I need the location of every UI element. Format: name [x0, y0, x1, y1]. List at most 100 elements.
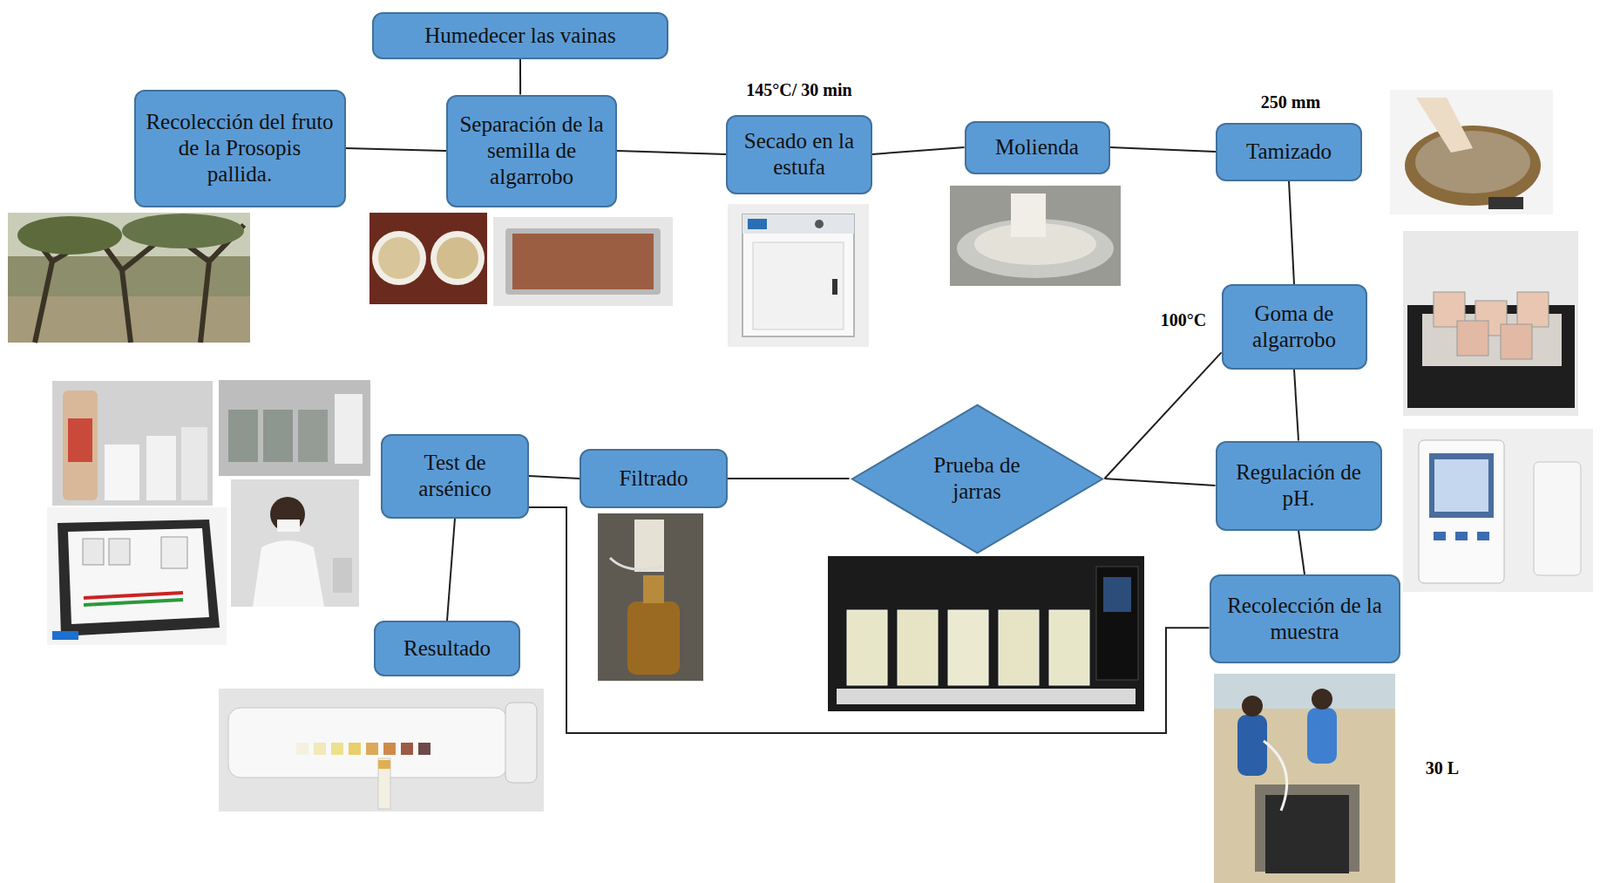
filtration-photo — [597, 513, 704, 681]
arsenic-strip-photo — [378, 759, 391, 769]
seed-bowls-photo — [436, 237, 479, 279]
ph-meter-photo — [1533, 461, 1581, 576]
reagent-bottles-photo — [62, 390, 98, 501]
lab-worker-photo — [252, 540, 325, 607]
ph-meter-photo — [1403, 428, 1594, 592]
beakers-photo — [334, 393, 363, 464]
process-box: Regulación de pH. — [1215, 440, 1383, 531]
beakers-photo — [228, 409, 258, 462]
arsenic-strip-photo — [400, 742, 414, 755]
oven-photo — [742, 214, 855, 337]
filtration-photo — [610, 557, 663, 570]
arsenic-strip-photo — [218, 688, 544, 812]
arsenic-strip-photo — [505, 702, 537, 783]
lab-worker-photo — [270, 496, 306, 532]
seed-tray-photo — [493, 216, 673, 306]
decision-diamond: Prueba de jarras — [849, 403, 1106, 555]
node-text: Humedecer las vainas — [424, 22, 616, 49]
oven-photo — [752, 242, 844, 330]
jar-test-photo — [827, 555, 1145, 712]
arsenic-strip-photo — [348, 742, 361, 755]
arsenic-strip-photo — [228, 707, 508, 778]
ph-meter-photo — [1477, 531, 1490, 541]
seed-tray-photo — [493, 216, 673, 306]
node-text: Recolección de la muestra — [1220, 592, 1390, 645]
sample-collection-photo — [1237, 714, 1268, 776]
reagent-bottles-photo — [67, 418, 93, 462]
reagent-bottles-photo — [52, 380, 213, 506]
annotation-label: 30 L — [1425, 758, 1459, 779]
sieve-photo — [1389, 89, 1553, 215]
annotation-label: 145°C/ 30 min — [745, 80, 852, 101]
grinding-photo — [949, 185, 1121, 286]
reagent-bottles-photo — [104, 444, 140, 501]
jar-test-photo — [1103, 576, 1132, 612]
jar-test-photo — [827, 555, 1145, 712]
seed-tray-photo — [505, 228, 661, 295]
arsenic-strip-photo — [313, 742, 326, 755]
connector-line — [1288, 181, 1295, 285]
process-box: Molienda — [964, 121, 1111, 175]
connector-line — [1105, 352, 1222, 479]
test-kit-photo — [47, 507, 227, 645]
process-box: Filtrado — [579, 448, 728, 509]
node-text: Goma de algarrobo — [1232, 300, 1357, 353]
arsenic-strip-photo — [378, 758, 391, 809]
arsenic-strip-photo — [418, 742, 431, 755]
beakers-photo — [218, 379, 371, 476]
node-text: Filtrado — [618, 465, 688, 492]
seed-bowls-photo — [369, 212, 488, 305]
process-box: Test de arsénico — [380, 433, 529, 519]
forest-photo — [122, 213, 245, 249]
node-text: Recolección del fruto de la Prosopis pal… — [144, 108, 336, 188]
beakers-photo — [263, 409, 293, 462]
ph-meter-photo — [1418, 440, 1505, 584]
ph-meter-photo — [1403, 428, 1594, 592]
oven-photo — [832, 278, 838, 295]
ph-meter-photo — [1429, 453, 1494, 518]
reagent-bottles-photo — [181, 427, 208, 501]
connector-line — [1298, 530, 1305, 576]
test-kit-photo — [57, 519, 220, 637]
hot-plate-photo — [1457, 320, 1489, 356]
forest-photo — [7, 212, 251, 343]
test-kit-photo — [161, 536, 188, 569]
process-box: Recolección de la muestra — [1209, 574, 1401, 664]
node-text: Molienda — [995, 134, 1079, 161]
process-box: Recolección del fruto de la Prosopis pal… — [134, 89, 346, 208]
node-text: Secado en la estufa — [736, 128, 862, 181]
grinding-photo — [949, 185, 1121, 286]
beakers-photo — [298, 409, 328, 462]
lab-worker-photo — [230, 479, 360, 607]
lab-worker-photo — [277, 519, 300, 532]
arsenic-strip-photo — [366, 742, 379, 755]
filtration-photo — [597, 513, 704, 681]
connector-line — [447, 518, 455, 622]
jar-test-photo — [836, 688, 1136, 705]
oven-photo — [727, 203, 869, 347]
ph-meter-photo — [1434, 459, 1489, 512]
connector-line — [727, 477, 850, 480]
hot-plate-photo — [1403, 230, 1579, 416]
node-text: Resultado — [403, 635, 491, 662]
jar-test-photo — [948, 610, 989, 685]
seed-tray-photo — [512, 233, 654, 290]
node-text: Test de arsénico — [391, 449, 519, 502]
forest-photo — [17, 216, 123, 255]
sample-collection-photo — [1265, 794, 1350, 874]
forest-photo — [7, 212, 251, 343]
sample-collection-photo — [1213, 673, 1396, 883]
node-text: Prueba de jarras — [908, 452, 1046, 505]
arsenic-strip-photo — [218, 688, 544, 812]
test-kit-photo — [83, 599, 184, 605]
sample-collection-photo — [1307, 707, 1337, 764]
reagent-bottles-photo — [146, 435, 177, 501]
filtration-photo — [634, 519, 665, 572]
reagent-bottles-photo — [52, 380, 213, 506]
diamond-outline — [851, 404, 1102, 553]
connector-line — [1110, 147, 1217, 152]
node-text: Tamizado — [1246, 138, 1332, 165]
connector-line — [519, 59, 522, 95]
process-box: Humedecer las vainas — [372, 12, 669, 60]
